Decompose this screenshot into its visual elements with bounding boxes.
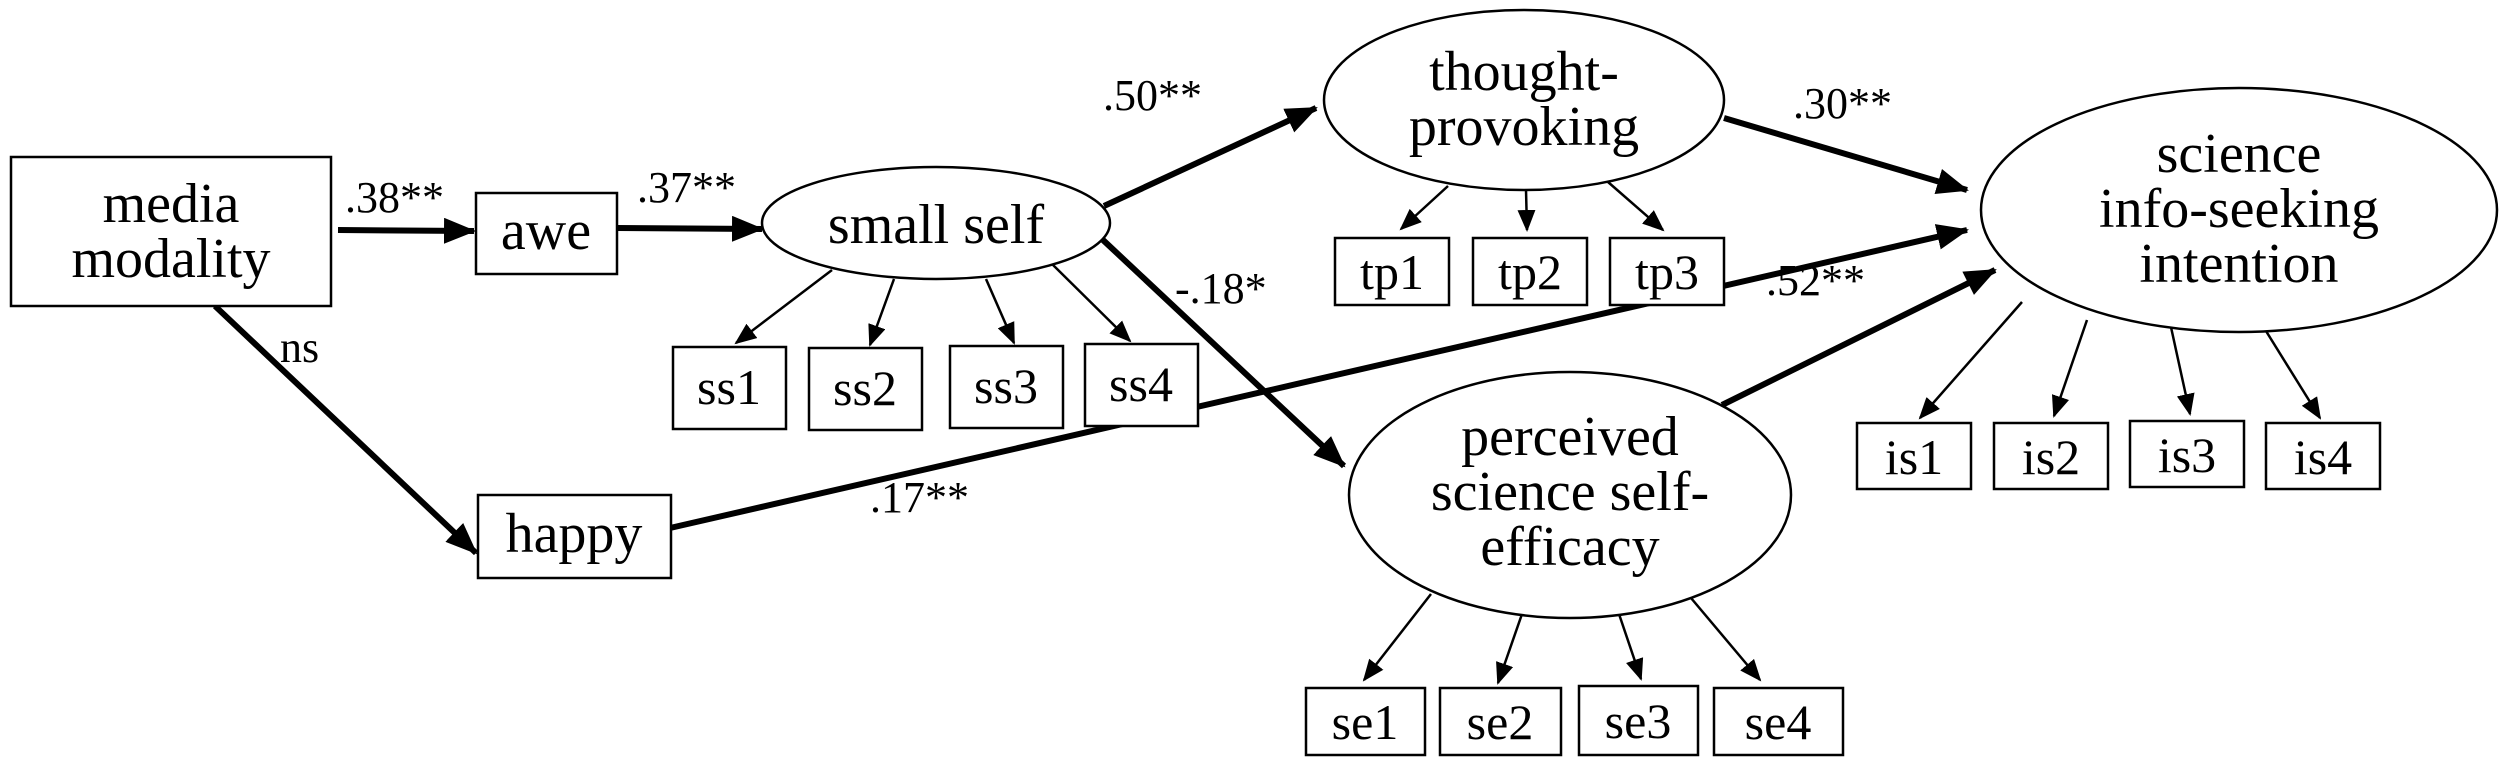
indicator-is2-label: is2	[2022, 429, 2080, 485]
indicator-se2: se2	[1438, 686, 1563, 757]
indicator-is3: is3	[2128, 419, 2246, 489]
coef-media-awe: .38**	[345, 173, 444, 222]
path-awe-small-self	[616, 215, 764, 242]
indicator-is3-label: is3	[2158, 427, 2216, 483]
indicator-ss3: ss3	[948, 344, 1065, 430]
indicator-ss2: ss2	[807, 346, 924, 432]
indicator-ss1-label: ss1	[697, 359, 761, 415]
coef-efficacy-intention: .52**	[1766, 256, 1865, 305]
path-happy-intention	[669, 224, 1969, 531]
indicator-is1-label: is1	[1885, 429, 1943, 485]
loading-se1	[1362, 593, 1432, 682]
loading-tp2	[1517, 189, 1536, 232]
coef-happy-intention: .17**	[870, 473, 969, 522]
indicator-ss4-label: ss4	[1109, 356, 1173, 412]
loading-se2	[1496, 613, 1524, 685]
coef-small-self-thought: .50**	[1103, 71, 1202, 120]
indicator-se2-label: se2	[1467, 694, 1534, 750]
loading-is2	[2051, 319, 2089, 418]
node-media-line2: modality	[71, 228, 270, 290]
coef-media-happy: ns	[280, 323, 319, 372]
indicator-tp1: tp1	[1333, 236, 1451, 307]
indicator-is4: is4	[2264, 421, 2382, 491]
node-awe: awe	[474, 191, 619, 276]
path-small-self-thought	[1102, 105, 1318, 209]
loading-is1	[1918, 301, 2023, 420]
node-perceived-efficacy: perceived science self- efficacy	[1347, 370, 1793, 620]
loading-ss3	[984, 278, 1016, 345]
indicator-se4-label: se4	[1745, 694, 1812, 750]
node-thought-line2: provoking	[1409, 96, 1639, 158]
indicator-tp3-label: tp3	[1635, 244, 1699, 300]
indicator-se3: se3	[1577, 684, 1700, 757]
loading-tp1	[1399, 185, 1449, 231]
indicator-se1-label: se1	[1332, 694, 1399, 750]
indicator-ss2-label: ss2	[833, 360, 897, 416]
path-media-happy	[212, 303, 479, 556]
coef-awe-small-self: .37**	[637, 163, 736, 212]
node-thought-provoking: thought- provoking	[1322, 8, 1726, 192]
indicator-tp3: tp3	[1608, 236, 1726, 307]
node-science-intention: science info-seeking intention	[1979, 86, 2499, 334]
loading-ss1	[734, 269, 833, 345]
indicator-se1: se1	[1304, 686, 1427, 757]
path-thought-intention	[1723, 115, 1969, 194]
loading-tp3	[1607, 181, 1665, 232]
indicator-ss4: ss4	[1083, 342, 1200, 428]
node-happy: happy	[476, 493, 673, 580]
node-thought-line1: thought-	[1429, 41, 1619, 103]
indicator-ss3-label: ss3	[974, 358, 1038, 414]
indicator-se4: se4	[1712, 686, 1845, 757]
indicator-ss1: ss1	[671, 345, 788, 431]
indicator-tp2-label: tp2	[1498, 244, 1562, 300]
indicator-tp2: tp2	[1471, 236, 1589, 307]
indicator-is4-label: is4	[2294, 429, 2352, 485]
node-happy-label: happy	[506, 503, 643, 565]
loading-ss4	[1050, 262, 1132, 343]
coef-thought-intention: .30**	[1793, 79, 1892, 128]
node-intention-line2: info-seeking	[2099, 178, 2379, 240]
node-media-modality: media modality	[9, 155, 333, 308]
path-efficacy-intention	[1720, 267, 1997, 408]
path-media-awe	[337, 217, 476, 244]
node-intention-line1: science	[2157, 123, 2322, 185]
indicator-se3-label: se3	[1605, 693, 1672, 749]
loading-se3	[1617, 613, 1644, 681]
loading-is3	[2167, 317, 2195, 416]
node-efficacy-line3: efficacy	[1480, 516, 1659, 578]
coef-small-self-efficacy: -.18*	[1175, 264, 1267, 313]
node-intention-line3: intention	[2139, 233, 2338, 295]
node-media-line1: media	[103, 173, 240, 235]
node-small-self: small self	[760, 165, 1112, 281]
loading-ss2	[868, 278, 896, 347]
path-small-self-efficacy	[1100, 237, 1347, 469]
node-awe-label: awe	[501, 200, 591, 262]
node-efficacy-line2: science self-	[1431, 461, 1709, 523]
node-efficacy-line1: perceived	[1461, 406, 1679, 468]
indicator-is2: is2	[1992, 421, 2110, 491]
node-small-self-label: small self	[828, 194, 1045, 256]
indicator-tp1-label: tp1	[1360, 244, 1424, 300]
loading-se4	[1690, 597, 1762, 682]
indicator-is1: is1	[1855, 421, 1973, 491]
